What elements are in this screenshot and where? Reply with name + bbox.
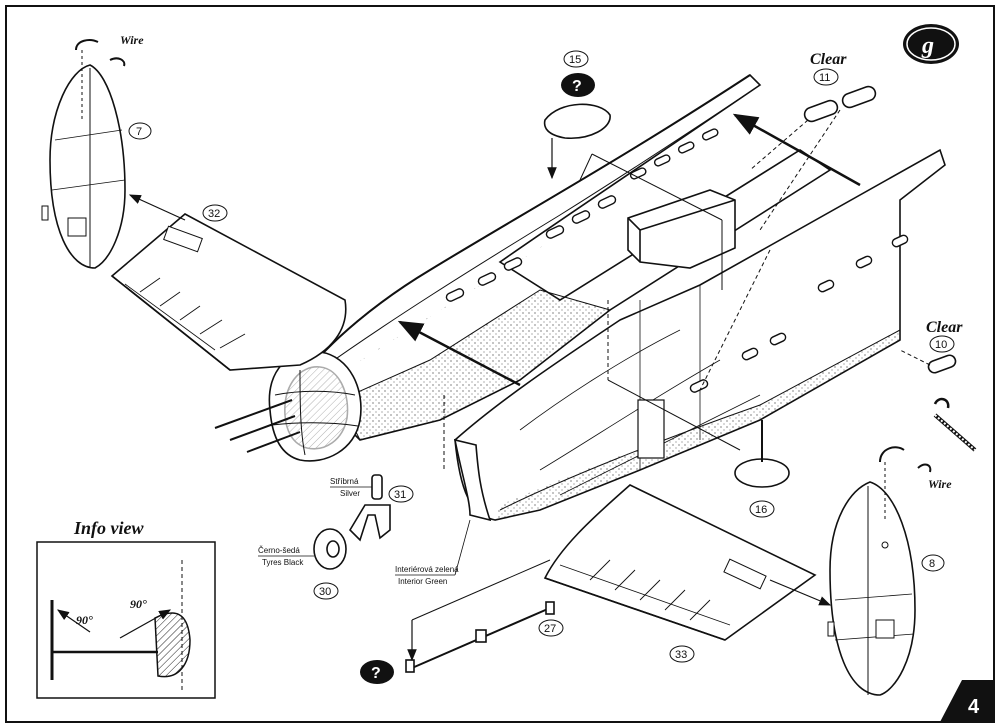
svg-text:32: 32	[208, 208, 220, 220]
svg-text:11: 11	[819, 72, 830, 84]
part-27-rod	[405, 601, 555, 673]
angle-label-right: 90°	[130, 597, 147, 611]
callout-30: 30	[313, 582, 339, 600]
page-border	[5, 5, 995, 723]
tail-fin-8	[827, 481, 916, 696]
svg-text:Interior Green: Interior Green	[398, 577, 447, 586]
tail-fin-7	[41, 64, 126, 269]
angle-label-left: 90°	[76, 613, 93, 627]
callout-33: 33	[669, 645, 695, 663]
paint-label-tyres: Černo-šedá Tyres Black	[258, 546, 314, 567]
fuselage-lower-half	[453, 148, 946, 522]
paint-label-silver: Stříbrná Silver	[330, 477, 372, 498]
bomb-bay-insert	[627, 189, 736, 269]
callout-11: 11	[813, 68, 839, 86]
svg-text:30: 30	[319, 586, 331, 598]
svg-text:16: 16	[755, 504, 767, 516]
clear-label-top: Clear	[810, 51, 847, 68]
tail-wire-top	[75, 39, 126, 120]
right-wing-33	[543, 484, 817, 641]
unknown-part-mark-top: ?	[561, 73, 595, 97]
step-letter-badge: g	[903, 24, 959, 64]
part-11-clear-windows	[803, 85, 877, 123]
paint-label-interior: Interiérová zelená Interior Green	[395, 519, 471, 586]
unknown-part-mark-bottom: ?	[360, 660, 394, 684]
svg-text:?: ?	[371, 665, 381, 682]
assembly-arrows	[128, 109, 931, 662]
svg-text:33: 33	[675, 649, 687, 661]
clear-label-right: Clear	[926, 319, 963, 336]
svg-text:Tyres Black: Tyres Black	[262, 558, 304, 567]
info-view-title: Info view	[73, 518, 144, 538]
callout-31: 31	[388, 485, 414, 503]
callout-15: 15	[563, 50, 589, 68]
svg-text:10: 10	[935, 339, 947, 351]
part-callouts: 7 8 10 11 15 16 27 30	[128, 50, 955, 663]
page-number-tab: 4	[940, 680, 994, 722]
svg-text:4: 4	[968, 696, 980, 718]
part-15-hatch	[543, 103, 611, 139]
callout-7: 7	[128, 122, 152, 140]
svg-text:?: ?	[572, 78, 582, 95]
wire-label-top: Wire	[120, 33, 144, 47]
callout-16: 16	[749, 500, 775, 518]
svg-text:27: 27	[544, 623, 556, 635]
wire-label-bottom: Wire	[928, 477, 952, 491]
svg-text:Černo-šedá: Černo-šedá	[258, 546, 300, 555]
part-16-antenna-base	[734, 420, 790, 488]
svg-text:8: 8	[929, 558, 935, 570]
part-exhaust-bottom-right	[933, 397, 977, 452]
part-30-wheel	[313, 528, 347, 570]
callout-10: 10	[929, 335, 955, 353]
svg-text:Interiérová zelená: Interiérová zelená	[395, 565, 459, 574]
svg-text:15: 15	[569, 54, 581, 66]
left-wing-32	[110, 213, 347, 371]
glazed-nose	[214, 350, 362, 462]
svg-text:Stříbrná: Stříbrná	[330, 477, 359, 486]
callout-8: 8	[921, 554, 945, 572]
part-10-clear-window	[927, 354, 957, 374]
svg-text:Silver: Silver	[340, 489, 360, 498]
svg-text:g: g	[921, 33, 934, 59]
svg-text:7: 7	[136, 126, 142, 138]
callout-27: 27	[538, 619, 564, 637]
svg-text:31: 31	[394, 489, 406, 501]
upper-side-windows	[445, 128, 719, 302]
tail-wire-bottom	[879, 446, 932, 520]
info-view-inset	[36, 541, 216, 699]
callout-32: 32	[202, 204, 228, 222]
